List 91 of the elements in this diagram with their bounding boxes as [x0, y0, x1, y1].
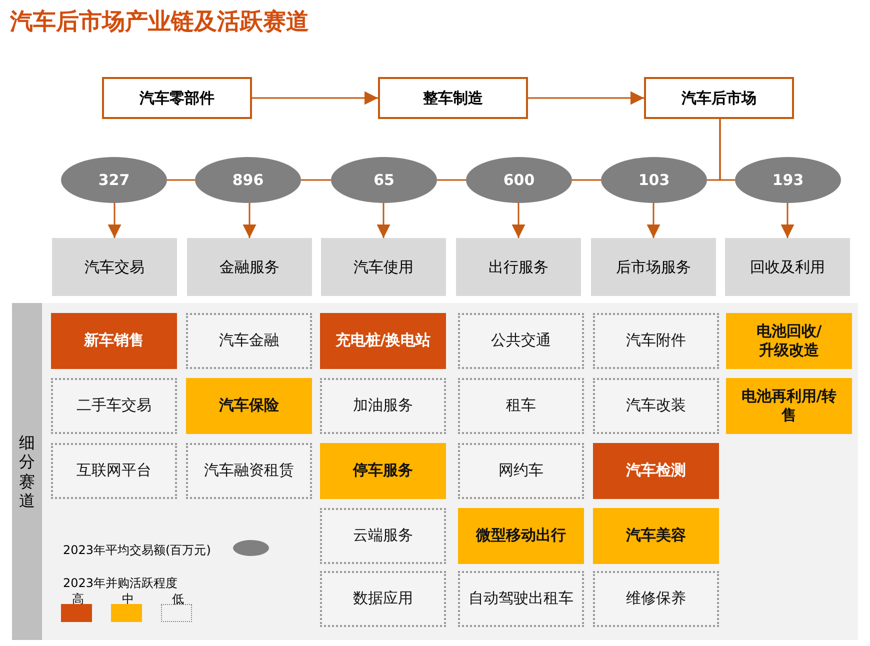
category-label: 回收及利用	[750, 258, 825, 276]
arrow	[646, 203, 660, 238]
category-label: 汽车使用	[354, 258, 414, 276]
tile-label: 汽车附件	[626, 331, 686, 351]
connector-line	[437, 179, 466, 181]
value-label: 193	[772, 171, 804, 189]
tile-label: 网约车	[498, 461, 544, 481]
segment-tile	[593, 508, 719, 564]
connector-line	[572, 179, 601, 181]
legend-heading: 2023年并购活跃程度	[63, 576, 178, 590]
segment-tile	[593, 378, 719, 434]
arrow	[780, 203, 794, 238]
segment-tile	[726, 313, 852, 369]
category-box	[321, 238, 446, 296]
segment-tile	[458, 313, 584, 369]
tile-label: 汽车改装	[626, 396, 686, 416]
tile-label: 汽车金融	[219, 331, 279, 351]
arrow	[108, 203, 122, 238]
process-box	[102, 77, 252, 119]
tile-label: 自动驾驶出租车	[468, 589, 574, 609]
title: 汽车后市场产业链及活跃赛道	[10, 8, 309, 37]
tile-label: 加油服务	[353, 396, 413, 416]
legend-label: 2023年平均交易额(百万元)	[63, 543, 211, 557]
tile-label: 电池再利用/转售	[740, 386, 838, 426]
arrow	[252, 91, 378, 105]
tile-label: 汽车美容	[626, 526, 686, 546]
segment-tile	[593, 313, 719, 369]
process-box	[644, 77, 794, 119]
tile-label: 微型移动出行	[476, 526, 566, 546]
segment-tile	[320, 313, 446, 369]
segment-tile	[51, 378, 177, 434]
segment-tile	[320, 571, 446, 627]
segment-tile	[593, 443, 719, 499]
tile-label: 维修保养	[626, 589, 686, 609]
connector-line	[167, 179, 195, 181]
connector-line	[719, 119, 735, 181]
tile-label: 电池回收/升级改造	[755, 322, 823, 360]
tile-label: 二手车交易	[76, 396, 152, 416]
category-box	[187, 238, 312, 296]
value-label: 896	[232, 171, 264, 189]
category-box	[591, 238, 716, 296]
value-label: 327	[98, 171, 130, 189]
tile-label: 充电桩/换电站	[335, 331, 431, 351]
category-box	[725, 238, 850, 296]
process-box	[378, 77, 528, 119]
segment-tile	[186, 313, 312, 369]
arrow	[376, 203, 390, 238]
category-box	[52, 238, 177, 296]
segment-tile	[320, 443, 446, 499]
box-label: 整车制造	[423, 88, 483, 108]
segment-panel	[12, 303, 858, 640]
segment-tile	[51, 443, 177, 499]
tile-label: 租车	[506, 396, 536, 416]
tile-label: 汽车融资租赁	[204, 461, 294, 481]
legend-label: 低	[172, 592, 184, 606]
segment-tile	[458, 378, 584, 434]
box-label: 汽车后市场	[682, 88, 756, 108]
segment-tile	[186, 443, 312, 499]
segment-tile	[186, 378, 312, 434]
tile-label: 停车服务	[353, 461, 413, 481]
category-label: 后市场服务	[616, 258, 691, 276]
arrow	[528, 91, 644, 105]
category-label: 出行服务	[488, 258, 548, 276]
tile-label: 互联网平台	[76, 461, 152, 481]
segment-tile	[726, 378, 852, 434]
legend-label: 中	[122, 592, 134, 606]
arrow	[512, 203, 526, 238]
segment-tile	[458, 571, 584, 627]
category-label: 金融服务	[220, 258, 280, 276]
box-label: 汽车零部件	[140, 88, 214, 108]
connector-line	[301, 179, 331, 181]
segment-tile	[51, 313, 177, 369]
tile-label: 汽车检测	[626, 461, 686, 481]
value-label: 65	[374, 171, 394, 189]
category-box	[456, 238, 581, 296]
segment-tile	[593, 571, 719, 627]
legend-label: 高	[72, 592, 84, 606]
arrow	[242, 203, 256, 238]
segment-tile	[458, 508, 584, 564]
tile-label: 公共交通	[491, 331, 551, 351]
segment-tile	[320, 508, 446, 564]
segment-tile	[458, 443, 584, 499]
tile-label: 云端服务	[353, 526, 413, 546]
tile-label: 数据应用	[353, 589, 413, 609]
tile-label: 新车销售	[84, 331, 144, 351]
value-label: 103	[638, 171, 670, 189]
tile-label: 汽车保险	[219, 396, 279, 416]
segment-tile	[320, 378, 446, 434]
value-label: 600	[503, 171, 535, 189]
category-label: 汽车交易	[84, 258, 144, 276]
side-label: 细分赛道	[12, 303, 42, 640]
